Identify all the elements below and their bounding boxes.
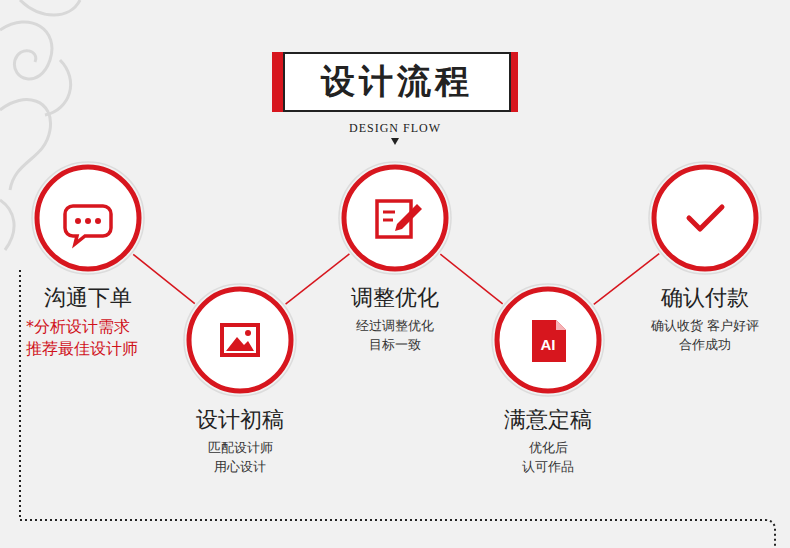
triangle-marker bbox=[391, 138, 399, 145]
connector-line bbox=[440, 254, 502, 304]
step-description: 确认收货 客户好评 合作成功 bbox=[642, 316, 768, 354]
step-title: 确认付款 bbox=[620, 284, 790, 312]
title: 设计流程 bbox=[321, 59, 473, 105]
dotted-frame bbox=[20, 270, 775, 548]
title-box: 设计流程 bbox=[283, 52, 511, 112]
connector-line bbox=[594, 254, 659, 305]
process-node: 调整优化经过调整优化 目标一致 bbox=[310, 160, 480, 354]
step-circle bbox=[182, 282, 298, 398]
step-circle bbox=[647, 160, 763, 276]
connector-line bbox=[286, 254, 350, 304]
step-note: *分析设计需求 推荐最佳设计师 bbox=[26, 316, 150, 360]
step-title: 调整优化 bbox=[310, 284, 480, 312]
step-title: 沟通下单 bbox=[3, 284, 173, 312]
icon-text: AI bbox=[541, 336, 556, 353]
step-circle bbox=[337, 160, 453, 276]
process-node: 沟通下单 *分析设计需求 推荐最佳设计师 bbox=[3, 160, 173, 360]
step-title: 设计初稿 bbox=[155, 406, 325, 434]
step-description: 优化后 认可作品 bbox=[518, 438, 578, 476]
step-description: 经过调整优化 目标一致 bbox=[352, 316, 438, 354]
process-node: 确认付款确认收货 客户好评 合作成功 bbox=[620, 160, 790, 354]
process-node: 满意定稿优化后 认可作品 bbox=[463, 282, 633, 476]
step-title: 满意定稿 bbox=[463, 406, 633, 434]
subtitle: DESIGN FLOW bbox=[349, 121, 441, 136]
step-description: 匹配设计师 用心设计 bbox=[204, 438, 276, 476]
step-circle bbox=[30, 160, 146, 276]
connector-line bbox=[133, 254, 195, 303]
process-node: 设计初稿匹配设计师 用心设计 bbox=[155, 282, 325, 476]
